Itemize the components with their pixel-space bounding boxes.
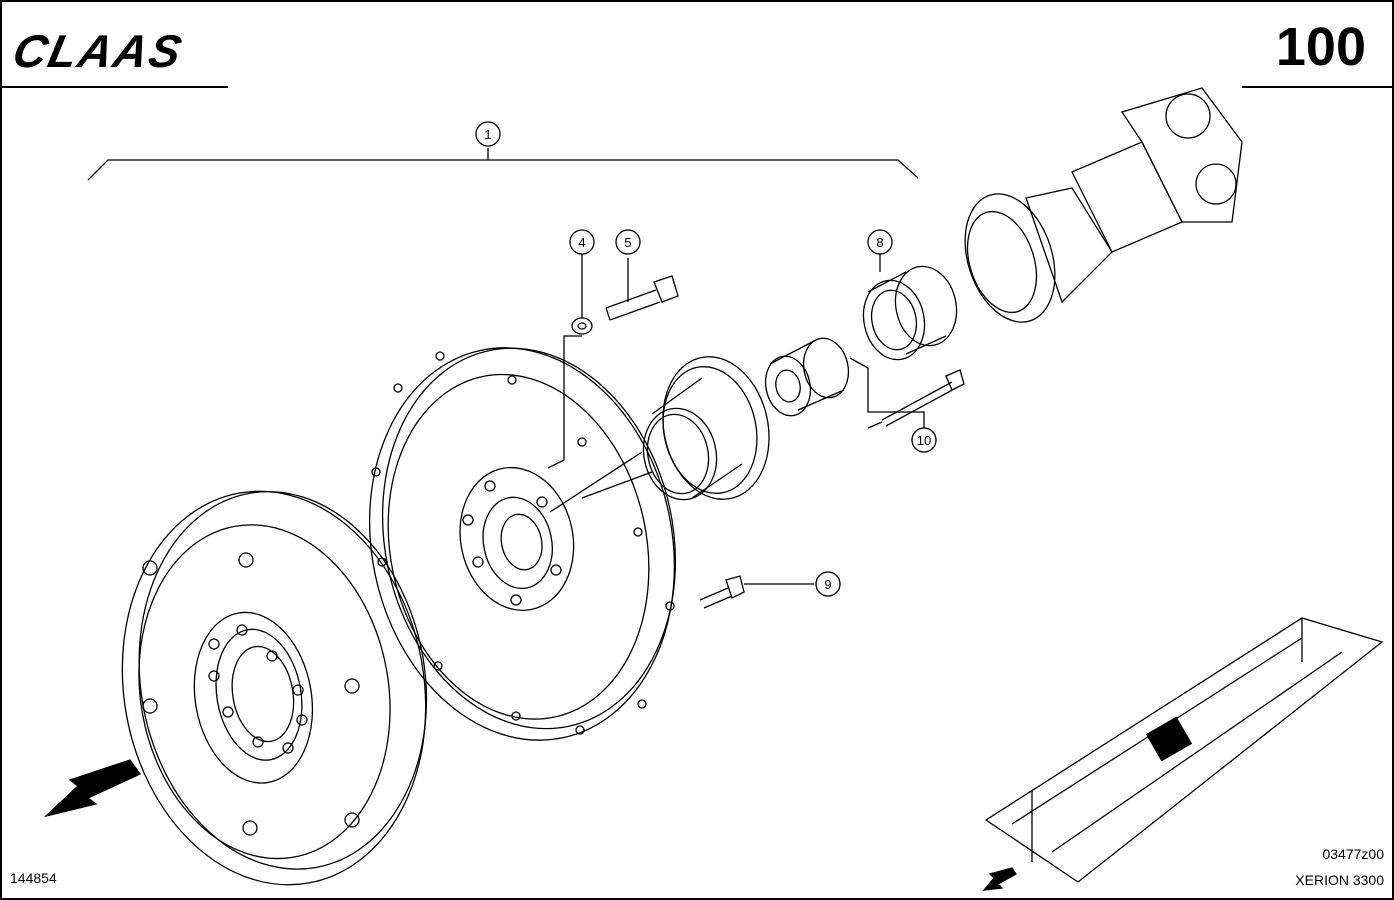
- callout-label: 8: [876, 235, 883, 250]
- cardan-shaft: [964, 87, 1243, 323]
- callout-5: 5: [615, 229, 641, 255]
- ring-plate: [368, 347, 677, 741]
- callout-label: 10: [917, 433, 931, 448]
- callout-label: 5: [624, 235, 631, 250]
- flanged-hub: [642, 356, 770, 501]
- reference-code: 03477z00: [1322, 846, 1384, 862]
- callout-label: 9: [824, 577, 831, 592]
- bolt-9: [699, 575, 745, 609]
- callout-8: 8: [867, 229, 893, 255]
- callout-label: 1: [484, 127, 491, 142]
- model-name: XERION 3300: [1295, 872, 1384, 888]
- bolt-10: [881, 369, 965, 427]
- ring-plate-holes: [371, 351, 675, 735]
- page-number: 100: [1275, 17, 1366, 77]
- assembly-bracket: [87, 159, 919, 181]
- drawing-id: 144854: [10, 870, 57, 886]
- callout-9: 9: [815, 571, 841, 597]
- direction-arrow-large: [43, 759, 141, 818]
- flywheel-bolts: [142, 552, 360, 836]
- flywheel: [121, 490, 428, 886]
- direction-arrow-small: [982, 867, 1017, 891]
- callout-leaders: [547, 252, 925, 585]
- callout-1: 1: [475, 121, 501, 147]
- callout-label: 4: [578, 235, 585, 250]
- chassis-frame-thumbnail: [984, 617, 1384, 883]
- bushing: [764, 337, 850, 417]
- callout-4: 4: [569, 229, 595, 255]
- callout-10: 10: [911, 427, 937, 453]
- header-rule-left: [2, 86, 228, 88]
- bolt-5: [605, 275, 679, 321]
- header-rule-right: [1242, 86, 1394, 88]
- washer: [571, 317, 593, 335]
- bearing: [862, 265, 958, 361]
